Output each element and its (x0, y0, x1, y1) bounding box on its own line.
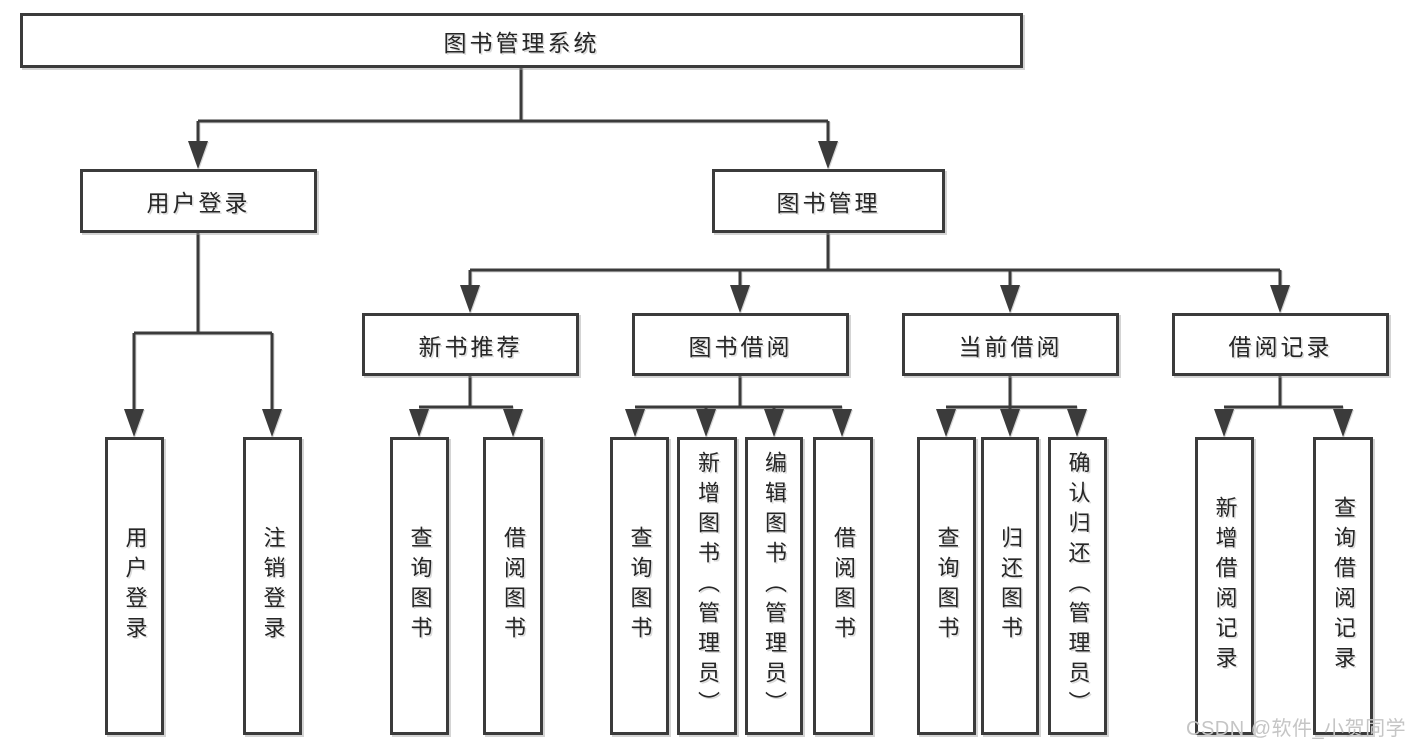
node-label: 查询图书 (627, 526, 653, 646)
leaf-current-confirm-return-admin: 确认归还（管理员） (1048, 437, 1107, 735)
arrowhead-icons (124, 141, 1353, 437)
leaf-borrow-borrow-books: 借阅图书 (813, 437, 873, 735)
node-book-borrow: 图书借阅 (632, 313, 849, 376)
leaf-user-login: 用户登录 (105, 437, 164, 735)
node-new-book-recommend: 新书推荐 (362, 313, 579, 376)
node-label: 当前借阅 (958, 333, 1063, 360)
node-label: 确认归还（管理员） (1065, 451, 1091, 721)
leaf-logout: 注销登录 (243, 437, 302, 735)
node-label: 借阅图书 (501, 526, 526, 646)
leaf-recommend-borrow-books: 借阅图书 (483, 437, 543, 735)
node-label: 借阅图书 (831, 526, 856, 646)
node-current-borrow: 当前借阅 (902, 313, 1119, 376)
node-label: 图书管理系统 (443, 29, 600, 56)
node-label: 用户登录 (146, 190, 251, 216)
leaf-records-add-borrow-record: 新增借阅记录 (1195, 437, 1254, 735)
leaf-borrow-query-books: 查询图书 (610, 437, 669, 735)
node-label: 查询借阅记录 (1331, 496, 1356, 676)
node-borrow-records: 借阅记录 (1172, 313, 1389, 376)
leaf-records-query-borrow-record: 查询借阅记录 (1313, 437, 1373, 735)
node-label: 注销登录 (260, 526, 286, 646)
node-label: 新增借阅记录 (1212, 496, 1238, 676)
leaf-borrow-edit-books-admin: 编辑图书（管理员） (745, 437, 803, 735)
node-label: 图书借阅 (688, 333, 793, 360)
node-label: 图书管理 (776, 190, 881, 216)
node-label: 新书推荐 (418, 333, 523, 360)
node-label: 用户登录 (122, 526, 148, 646)
node-user-login: 用户登录 (80, 169, 317, 233)
node-label: 查询图书 (934, 526, 960, 646)
node-book-management: 图书管理 (712, 169, 945, 233)
node-label: 新增图书（管理员） (695, 451, 720, 721)
leaf-current-query-books: 查询图书 (917, 437, 976, 735)
leaf-current-return-books: 归还图书 (981, 437, 1039, 735)
watermark: CSDN @软件_小贺同学 (1186, 718, 1405, 740)
leaf-recommend-query-books: 查询图书 (390, 437, 449, 735)
node-label: 归还图书 (998, 526, 1023, 646)
node-label: 借阅记录 (1228, 333, 1333, 360)
node-library-system: 图书管理系统 (20, 13, 1023, 68)
node-label: 编辑图书（管理员） (762, 451, 787, 721)
node-label: 查询图书 (407, 526, 433, 646)
connector-edges (132, 67, 1343, 414)
leaf-borrow-add-books-admin: 新增图书（管理员） (677, 437, 737, 735)
